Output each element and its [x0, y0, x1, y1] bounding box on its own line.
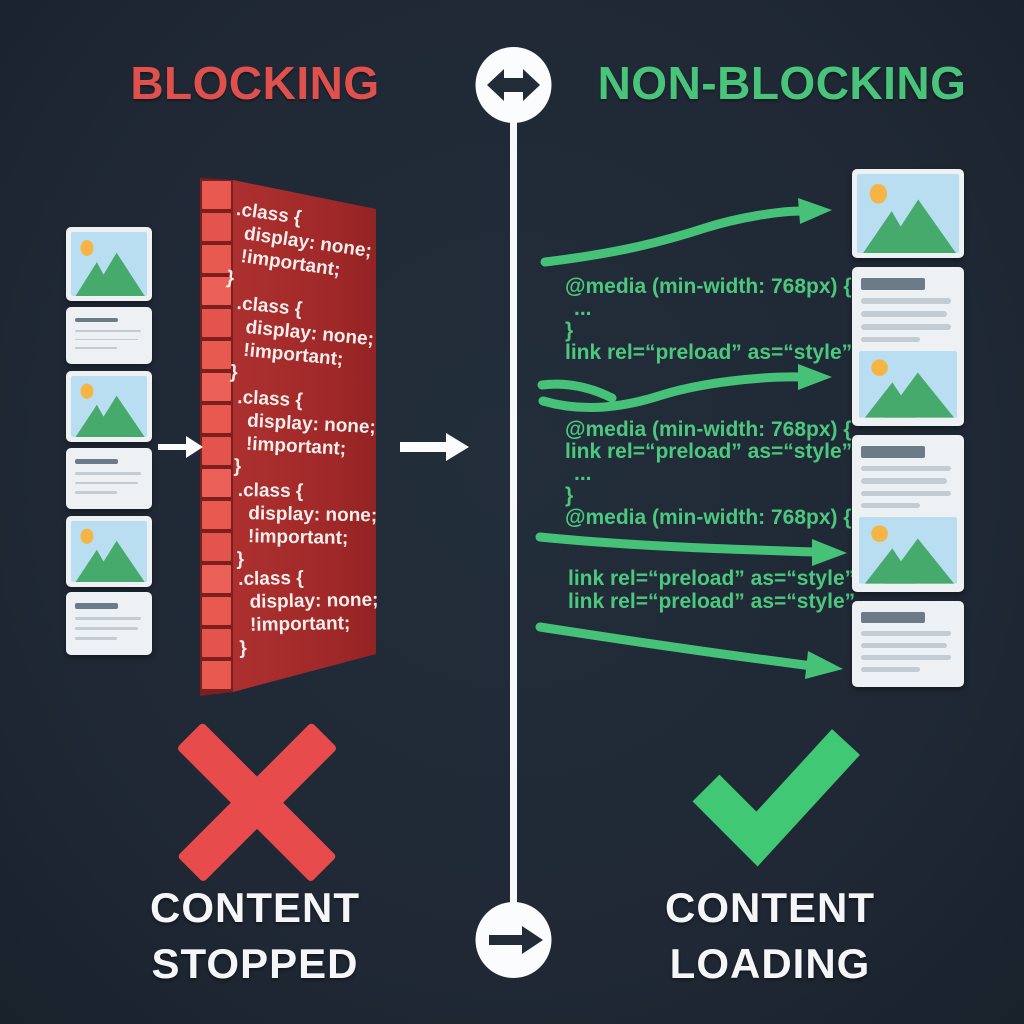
non-blocking-code-block: @media (min-width: 768px) { ... } link r…	[565, 276, 852, 364]
code-line: link rel=“preload” as=“style”	[568, 567, 856, 590]
headline-bar	[75, 459, 119, 465]
code-line: }	[565, 319, 574, 342]
green-arrow-2	[538, 372, 807, 412]
image-thumbnail	[66, 516, 152, 587]
text-thumbnail	[852, 601, 964, 687]
code-line: .class {	[238, 567, 304, 590]
image-thumbnail	[66, 371, 152, 442]
code-line: link rel=“preload” as=“style”	[565, 440, 853, 463]
wall-code-block: .class { display: none; !important; }	[229, 292, 387, 398]
article-thumbnail	[852, 267, 964, 426]
content-loading-line2: LOADING	[669, 940, 871, 987]
code-line: @media (min-width: 768px) {	[565, 418, 852, 441]
code-line: .class {	[237, 479, 304, 503]
photo-icon	[859, 517, 957, 584]
headline-bar	[861, 446, 925, 458]
wall-code-block: .class { display: none; !important; }	[238, 565, 390, 660]
content-loading-line1: CONTENT	[665, 884, 875, 931]
text-line-bar	[861, 654, 952, 660]
headline-bar	[75, 603, 119, 610]
text-line-bar	[861, 336, 920, 343]
photo-icon	[71, 376, 147, 437]
divider-top-node	[475, 47, 552, 123]
code-line: link rel=“preload” as=“style”	[568, 590, 856, 613]
code-line: }	[239, 637, 247, 659]
code-line: !important;	[249, 613, 351, 636]
divider-bottom-node	[475, 902, 552, 978]
wall-face	[233, 180, 376, 692]
left-right-arrow-icon	[487, 69, 540, 101]
text-line-bar	[861, 666, 920, 673]
text-line-bar	[75, 472, 142, 475]
text-line-bar	[861, 502, 920, 509]
text-line-bar	[861, 630, 952, 636]
text-line-bar	[75, 481, 139, 485]
image-thumbnail	[852, 169, 964, 258]
text-thumbnail	[66, 448, 152, 509]
code-line: @media (min-width: 768px) {	[565, 506, 852, 529]
text-line-bar	[75, 329, 142, 332]
text-line-bar	[75, 491, 117, 494]
non-blocking-title: NON-BLOCKING	[597, 57, 967, 109]
blocking-wall	[200, 178, 376, 696]
content-stopped-line2: STOPPED	[151, 940, 359, 987]
green-arrow-1	[540, 206, 807, 267]
text-thumbnail	[66, 307, 152, 364]
photo-icon	[71, 521, 147, 582]
flow-arrow-to-wall-icon	[158, 436, 203, 458]
check-icon	[692, 729, 860, 867]
cross-icon	[178, 723, 336, 881]
non-blocking-code-block: link rel=“preload” as=“style” link rel=“…	[568, 567, 855, 613]
text-thumbnail	[66, 592, 152, 655]
text-line-bar	[75, 617, 142, 621]
text-line-bar	[861, 323, 952, 330]
code-line: link rel=“preload” as=“style”	[565, 341, 853, 364]
text-line-bar	[75, 347, 117, 349]
photo-icon	[857, 174, 959, 253]
wall-code-block: .class { display: none; !important; }	[236, 479, 388, 574]
code-line: ...	[574, 462, 592, 485]
text-line-bar	[861, 642, 948, 648]
green-arrow-4	[535, 622, 817, 671]
green-arrow-3	[535, 532, 821, 557]
content-stopped-label: CONTENT STOPPED	[55, 880, 455, 992]
content-stopped-line1: CONTENT	[150, 884, 360, 931]
right-arrow-icon	[489, 926, 543, 954]
text-line-bar	[75, 637, 117, 641]
non-blocking-arrows	[535, 206, 821, 671]
non-blocking-arrowheads	[798, 198, 847, 679]
green-arrow-2-swash	[537, 379, 617, 403]
photo-icon	[71, 232, 147, 296]
non-blocking-code-block: @media (min-width: 768px) { link rel=“pr…	[565, 419, 852, 529]
image-thumbnail	[66, 227, 152, 301]
headline-bar	[861, 278, 925, 291]
wall-bricks	[202, 181, 231, 689]
code-line: display: none;	[248, 503, 378, 527]
flow-arrow-to-divider-icon	[400, 433, 469, 461]
text-line-bar	[75, 627, 139, 631]
code-line: display: none;	[249, 589, 379, 613]
code-line: ...	[574, 297, 592, 320]
text-line-bar	[861, 478, 948, 484]
code-line: }	[565, 484, 574, 507]
blocking-title: BLOCKING	[130, 57, 380, 109]
text-line-bar	[861, 311, 948, 317]
article-thumbnail	[852, 435, 964, 592]
divider-line	[510, 85, 517, 940]
headline-bar	[861, 612, 925, 623]
photo-icon	[859, 351, 957, 418]
photo-wrap	[859, 351, 957, 418]
code-line: !important;	[247, 526, 349, 549]
text-line-bar	[861, 490, 952, 496]
photo-wrap	[859, 517, 957, 584]
headline-bar	[75, 318, 119, 322]
wall-code-block: .class { display: none; !important; }	[233, 386, 388, 486]
code-line: @media (min-width: 768px) {	[565, 275, 852, 298]
text-line-bar	[861, 298, 952, 305]
content-loading-label: CONTENT LOADING	[570, 880, 970, 992]
text-line-bar	[75, 338, 139, 341]
text-line-bar	[861, 465, 952, 472]
